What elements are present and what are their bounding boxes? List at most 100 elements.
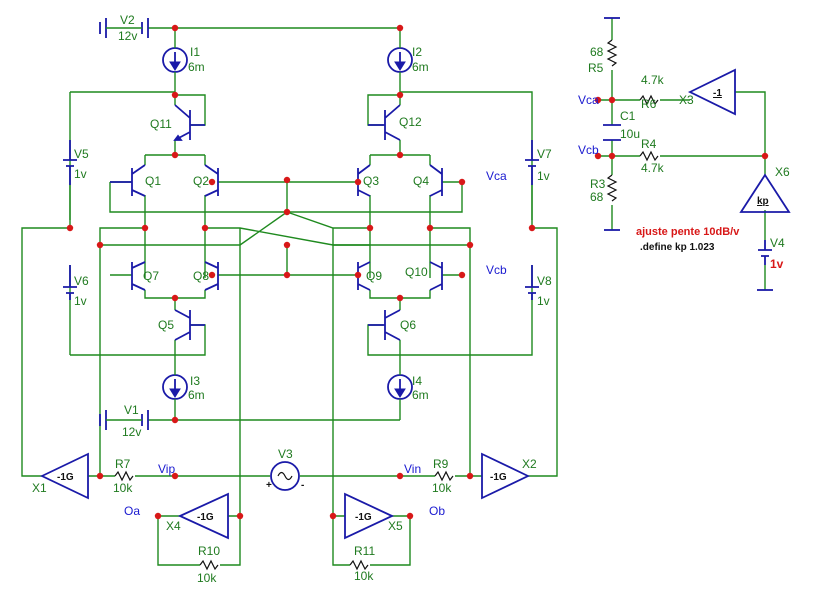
svg-text:X5: X5 (388, 519, 403, 533)
svg-text:I3: I3 (190, 374, 200, 388)
svg-text:Vcb: Vcb (578, 143, 599, 157)
svg-text:R6: R6 (641, 97, 657, 111)
svg-text:Vca: Vca (486, 169, 507, 183)
amplifier-X5 (344, 492, 395, 540)
resistor-R7 (114, 470, 134, 482)
svg-text:R5: R5 (588, 61, 604, 75)
voltage-source-V7 (525, 140, 539, 185)
svg-text:Q9: Q9 (366, 269, 382, 283)
svg-text:R11: R11 (354, 544, 375, 558)
svg-text:10k: 10k (432, 481, 452, 495)
transistor-Q8 (204, 261, 219, 291)
junction-dot (171, 24, 179, 32)
svg-text:Q5: Q5 (158, 318, 174, 332)
svg-text:V4: V4 (770, 236, 785, 250)
junction-dot (66, 224, 74, 232)
svg-text:X3: X3 (679, 93, 694, 107)
svg-text:+: + (266, 480, 272, 491)
svg-text:Q2: Q2 (193, 174, 209, 188)
svg-text:X1: X1 (32, 481, 47, 495)
svg-text:Q11: Q11 (150, 117, 172, 131)
junction-dot (329, 512, 337, 520)
transistor-Q10 (429, 261, 443, 291)
svg-text:1v: 1v (74, 294, 87, 308)
svg-text:10k: 10k (113, 481, 133, 495)
transistor-Q12 (368, 104, 401, 141)
svg-text:Vin: Vin (404, 462, 421, 476)
voltage-source-V6 (63, 265, 77, 300)
resistor-R6 (639, 94, 659, 106)
junction-dot (458, 178, 466, 186)
svg-text:Q6: Q6 (400, 318, 416, 332)
svg-text:V7: V7 (537, 147, 552, 161)
svg-text:1v: 1v (537, 169, 550, 183)
junction-dot (528, 224, 536, 232)
junction-dot (201, 224, 209, 232)
amplifier-X1 (39, 452, 89, 500)
svg-text:6m: 6m (188, 60, 205, 74)
junction-dot (396, 294, 404, 302)
svg-text:R3: R3 (590, 177, 606, 191)
junction-dot (594, 152, 602, 160)
junction-dot (396, 91, 404, 99)
voltage-source-V2 (99, 18, 149, 38)
amplifier-X2 (481, 452, 531, 500)
svg-text:R7: R7 (115, 457, 131, 471)
junction-dot (608, 96, 616, 104)
svg-text:C1: C1 (620, 109, 636, 123)
junction-dot (366, 224, 374, 232)
svg-text:Vca: Vca (578, 93, 599, 107)
junction-dot (171, 91, 179, 99)
junction-dot (141, 224, 149, 232)
junction-dot (458, 271, 466, 279)
signal-source-V3: +- (266, 461, 304, 491)
current-source-I2 (387, 40, 413, 80)
svg-text:-1G: -1G (355, 512, 372, 523)
junction-dot (426, 224, 434, 232)
svg-text:V5: V5 (74, 147, 89, 161)
transistor-Q4 (429, 164, 443, 197)
svg-text:Q12: Q12 (399, 115, 422, 129)
svg-text:6m: 6m (412, 388, 429, 402)
svg-text:-1G: -1G (57, 472, 74, 483)
junction-dot (594, 96, 602, 104)
junction-dot (406, 512, 414, 520)
svg-text:68: 68 (590, 190, 604, 204)
svg-text:10u: 10u (620, 127, 640, 141)
svg-text:I4: I4 (412, 374, 422, 388)
junction-dot (96, 472, 104, 480)
svg-text:Q3: Q3 (363, 174, 379, 188)
svg-text:Vip: Vip (158, 462, 175, 476)
svg-text:R9: R9 (433, 457, 449, 471)
svg-text:I1: I1 (190, 45, 200, 59)
junction-dot (171, 416, 179, 424)
junction-dot (283, 241, 291, 249)
svg-text:4.7k: 4.7k (641, 73, 665, 87)
resistor-R5 (606, 39, 618, 67)
svg-text:X6: X6 (775, 165, 790, 179)
junction-dot (283, 271, 291, 279)
current-source-I4 (387, 370, 413, 405)
svg-text:-1G: -1G (197, 512, 214, 523)
labels: V2 12v I1 6m I2 6m I3 6m I4 6m V1 12v V5… (32, 13, 790, 585)
svg-text:12v: 12v (122, 425, 141, 439)
amplifier-X3 (687, 68, 736, 116)
svg-text:V3: V3 (278, 447, 293, 461)
svg-text:Q4: Q4 (413, 174, 429, 188)
svg-text:1v: 1v (770, 257, 784, 271)
junction-dot (96, 241, 104, 249)
junction-dots (66, 24, 769, 520)
junction-dot (208, 271, 216, 279)
svg-text:10k: 10k (354, 569, 374, 583)
svg-text:-: - (301, 480, 304, 491)
junction-dot (396, 151, 404, 159)
junction-dot (283, 208, 291, 216)
voltage-source-V5 (63, 140, 77, 185)
transistor-Q11 (173, 104, 205, 141)
junction-dot (171, 294, 179, 302)
current-source-I1 (162, 40, 188, 80)
voltage-source-V1 (99, 410, 149, 430)
junction-dot (208, 178, 216, 186)
